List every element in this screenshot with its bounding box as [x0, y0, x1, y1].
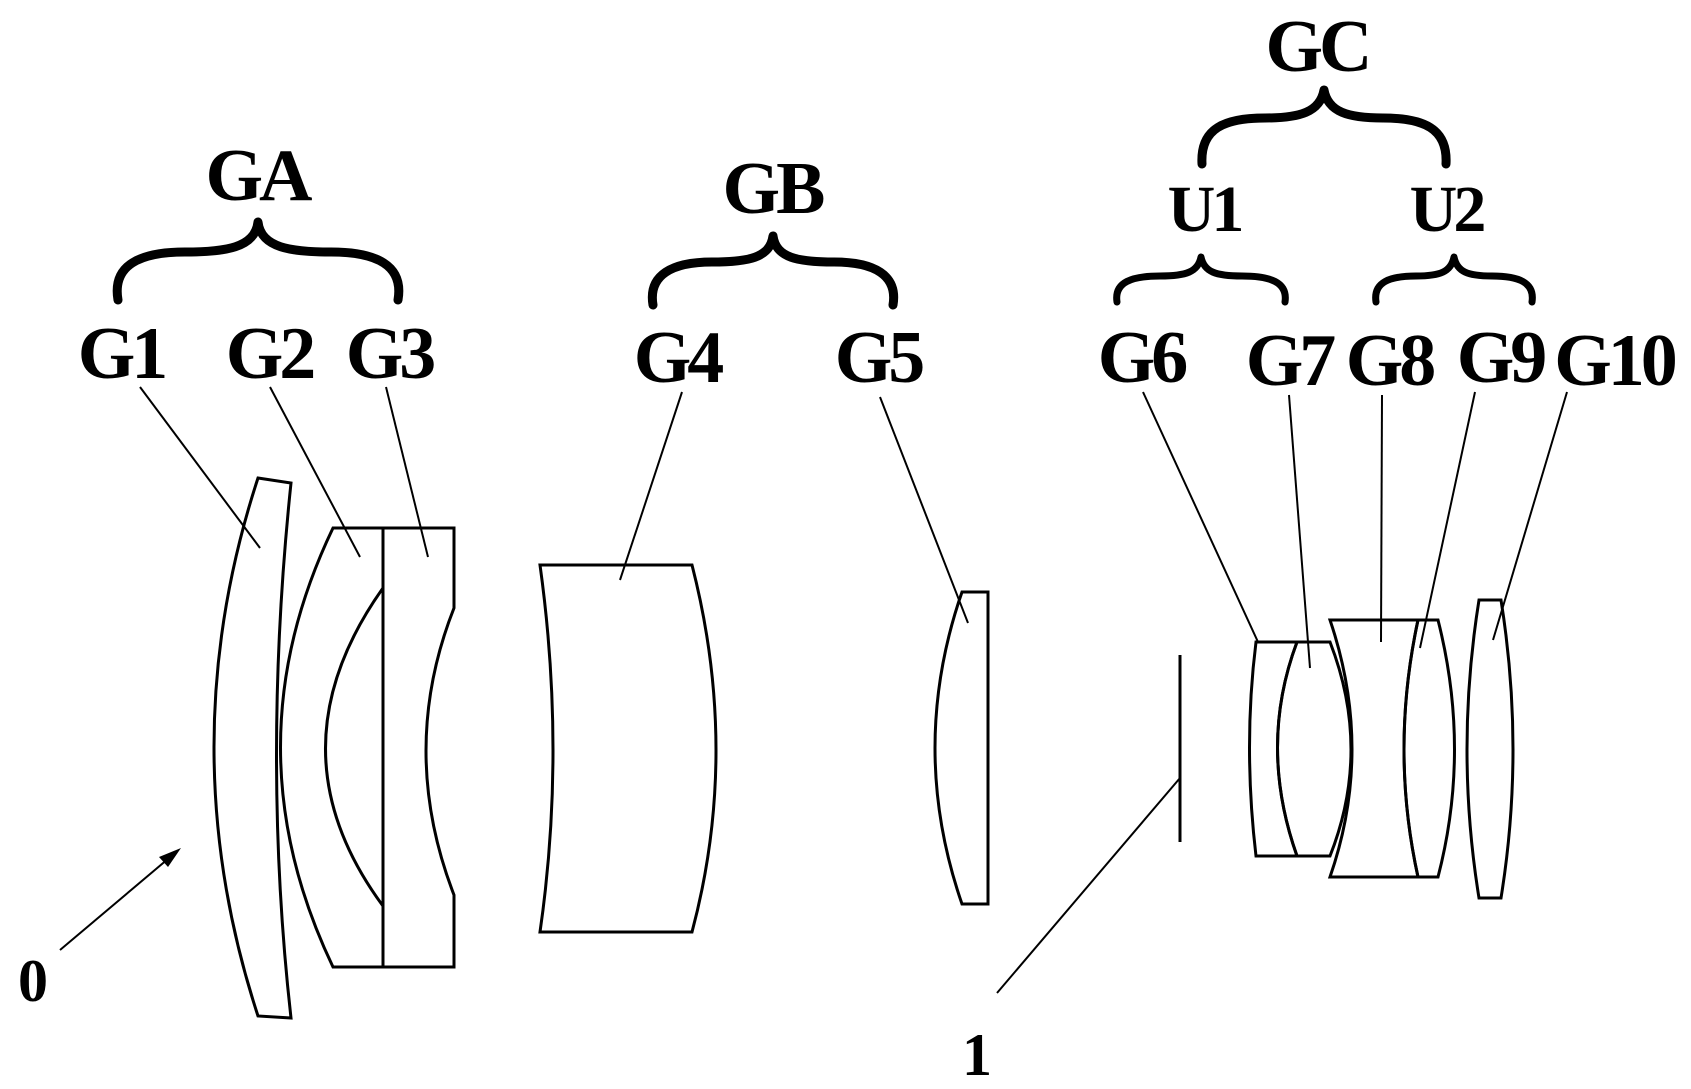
- lens-g5: [933, 590, 990, 906]
- group-label-ga: GA: [206, 135, 313, 217]
- leader-g3: [385, 386, 429, 558]
- element-label-g6: G6: [1098, 317, 1187, 399]
- group-label-gc: GC: [1266, 6, 1369, 88]
- object-side-marker: 0: [18, 948, 48, 1014]
- lens-g3: [381, 526, 456, 969]
- subgroup-label-u2: U2: [1410, 173, 1485, 246]
- lens-g7: [1276, 640, 1353, 858]
- object-arrow-head-icon: [159, 848, 181, 867]
- element-label-g2: G2: [226, 313, 314, 395]
- brace-ga: [112, 217, 404, 305]
- element-label-g4: G4: [634, 317, 724, 399]
- object-arrow-shaft: [59, 852, 176, 951]
- leader-g8: [1380, 394, 1383, 643]
- element-label-g10: G10: [1554, 320, 1676, 402]
- element-label-g3: G3: [346, 313, 435, 395]
- leader-g2: [269, 386, 361, 558]
- leader-g6: [1142, 391, 1259, 643]
- element-label-g8: G8: [1346, 320, 1435, 402]
- lens-g9: [1402, 618, 1456, 879]
- leader-stop: [996, 777, 1181, 994]
- element-label-g1: G1: [78, 313, 166, 395]
- element-label-g7: G7: [1246, 320, 1336, 402]
- leader-g7: [1288, 394, 1311, 669]
- lens-g6: [1248, 640, 1300, 858]
- subgroup-label-u1: U1: [1168, 173, 1242, 246]
- leader-g4: [619, 391, 683, 581]
- brace-gb: [647, 231, 899, 310]
- lens-g4: [538, 563, 718, 934]
- lens-g2: [279, 526, 385, 969]
- brace-gc: [1197, 85, 1451, 169]
- stop-marker: 1: [962, 1022, 992, 1088]
- leader-g10: [1492, 391, 1568, 641]
- leader-g1: [139, 386, 261, 549]
- element-label-g5: G5: [835, 317, 924, 399]
- leader-g5: [879, 396, 969, 624]
- group-label-gb: GB: [723, 148, 825, 230]
- brace-u1: [1113, 253, 1289, 306]
- lens-g2-inner-surface: [324, 587, 385, 907]
- brace-u2: [1372, 253, 1536, 306]
- leader-g9: [1419, 391, 1476, 649]
- element-label-g9: G9: [1457, 317, 1546, 399]
- lens-g10: [1465, 598, 1515, 900]
- lens-g1: [212, 476, 293, 1020]
